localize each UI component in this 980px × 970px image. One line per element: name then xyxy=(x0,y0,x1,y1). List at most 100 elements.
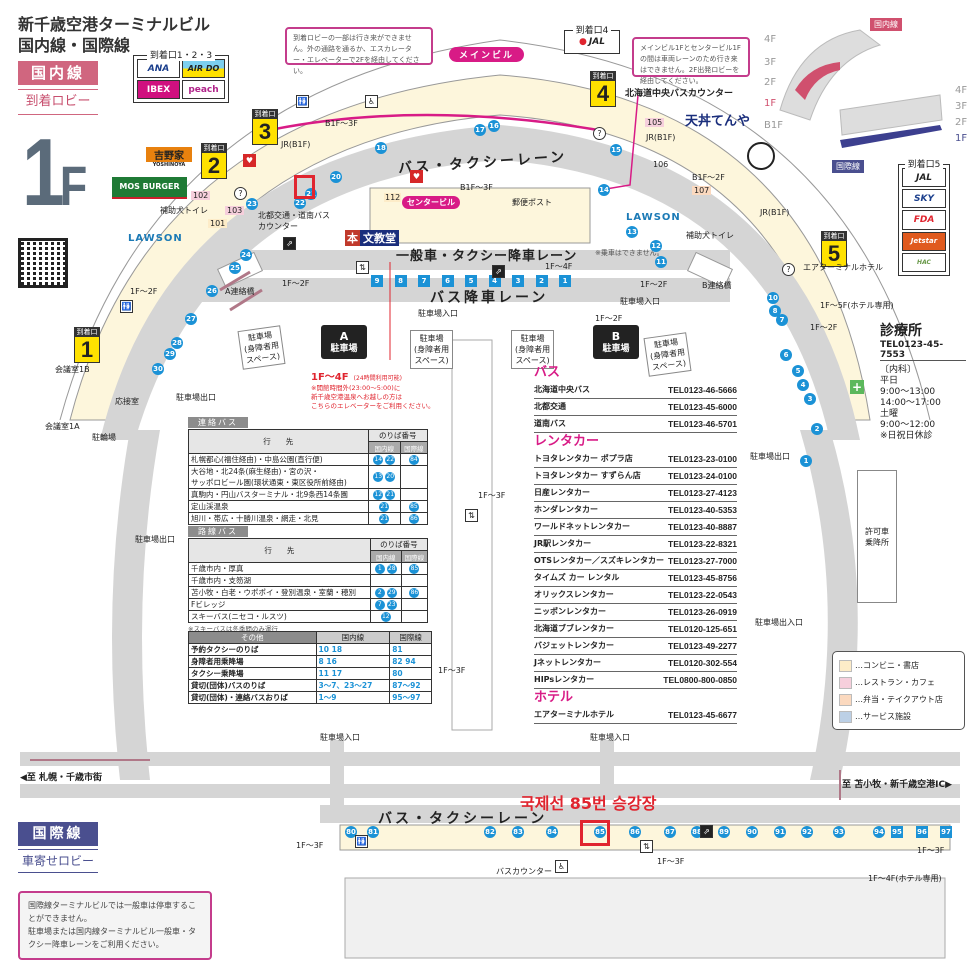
drop-stop-2[interactable]: 2 xyxy=(535,275,548,287)
intl-bus-stop-89[interactable]: 89 xyxy=(718,826,730,838)
clinic-tel: TEL0123-45-7553 xyxy=(880,340,966,361)
drop-stop-6[interactable]: 6 xyxy=(441,275,454,287)
domestic-stop-cell: 1〜9 xyxy=(315,691,391,704)
bus-stop-24[interactable]: 24 xyxy=(240,249,252,261)
intl-bus-stop-87[interactable]: 87 xyxy=(664,826,676,838)
bus-stop-8[interactable]: 8 xyxy=(769,305,781,317)
bus-stop-29[interactable]: 29 xyxy=(164,348,176,360)
directory-tel[interactable]: TEL0123-27-4123 xyxy=(668,488,737,498)
intl-bus-stop-83[interactable]: 83 xyxy=(512,826,524,838)
drop-stop-4[interactable]: 4 xyxy=(488,275,501,287)
shop-id-106: 106 xyxy=(653,160,669,169)
directory-tel[interactable]: TEL0123-45-8756 xyxy=(668,573,737,583)
hokkaido-chuo-bus-counter-label: 北海道中央バスカウンター xyxy=(625,89,734,99)
bus-stop-30[interactable]: 30 xyxy=(152,363,164,375)
destination-cell: 貸切(団体)バスのりば xyxy=(188,679,317,692)
bus-stop-20[interactable]: 20 xyxy=(330,171,342,183)
intl-bus-stop-93[interactable]: 93 xyxy=(833,826,845,838)
post-box-label: 郵便ポスト xyxy=(512,198,552,207)
intl-bus-stop-82[interactable]: 82 xyxy=(484,826,496,838)
bus-stop-2[interactable]: 2 xyxy=(811,423,823,435)
intl-bus-stop-95[interactable]: 95 xyxy=(891,826,903,838)
drop-stop-7[interactable]: 7 xyxy=(418,275,430,287)
drop-stop-3[interactable]: 3 xyxy=(512,275,524,287)
directory-tel[interactable]: TEL0123-49-2277 xyxy=(668,641,737,651)
directory-tel[interactable]: TEL0123-40-5353 xyxy=(668,505,737,515)
legend-item: …コンビニ・書店 xyxy=(839,657,958,674)
directory-tel[interactable]: TEL0120-125-651 xyxy=(668,624,737,634)
domestic-stop-cell: 10 18 xyxy=(315,643,391,656)
airline-group-gates-123: 到着口1・2・3 ANA AIR DO IBEX peach xyxy=(133,51,229,103)
directory-tel[interactable]: TEL0123-24-0100 xyxy=(668,471,737,481)
bus-stop-3[interactable]: 3 xyxy=(804,393,816,405)
directory-tel[interactable]: TEL0800-800-0850 xyxy=(663,675,737,685)
directory-tel[interactable]: TEL0123-27-7000 xyxy=(668,556,737,566)
bus-stop-5[interactable]: 5 xyxy=(792,365,804,377)
intl-bus-stop-91[interactable]: 91 xyxy=(774,826,786,838)
directory-tel[interactable]: TEL0123-45-6677 xyxy=(668,710,737,720)
bus-stop-18[interactable]: 18 xyxy=(375,142,387,154)
drop-stop-9[interactable]: 9 xyxy=(371,275,383,287)
directory-tel[interactable]: TEL0123-40-8887 xyxy=(668,522,737,532)
b1f-3f-label-main: B1F〜3F xyxy=(325,119,358,128)
bus-stop-25[interactable]: 25 xyxy=(229,262,241,274)
bus-stop-14[interactable]: 14 xyxy=(598,184,610,196)
directory-tel[interactable]: TEL0123-45-6000 xyxy=(668,402,737,412)
bus-stop-27[interactable]: 27 xyxy=(185,313,197,325)
bus-stop-28[interactable]: 28 xyxy=(171,337,183,349)
bus-stop-26[interactable]: 26 xyxy=(206,285,218,297)
bus-stop-10[interactable]: 10 xyxy=(767,292,779,304)
qr-code[interactable] xyxy=(18,238,68,288)
bus-stop-15[interactable]: 15 xyxy=(610,144,622,156)
intl-bus-stop-96[interactable]: 96 xyxy=(916,826,928,838)
directory-tel[interactable]: TEL0123-46-5701 xyxy=(668,419,737,429)
col-domestic: 国内線 xyxy=(315,631,391,644)
intl-bus-stop-85[interactable]: 85 xyxy=(594,826,606,838)
elevator-icon: ⇅ xyxy=(465,509,478,522)
shop-id-107: 107 xyxy=(692,186,712,195)
drop-stop-8[interactable]: 8 xyxy=(394,275,407,287)
bus-stop-17[interactable]: 17 xyxy=(474,124,486,136)
stop-number: 86 xyxy=(408,513,419,524)
drop-stop-1[interactable]: 1 xyxy=(559,275,571,287)
intl-bus-stop-94[interactable]: 94 xyxy=(873,826,885,838)
bus-stop-6[interactable]: 6 xyxy=(780,349,792,361)
bus-stop-1[interactable]: 1 xyxy=(800,455,812,467)
bus-stop-11[interactable]: 11 xyxy=(655,256,667,268)
bus-stop-16[interactable]: 16 xyxy=(488,120,500,132)
directory-tel[interactable]: TEL0123-46-5666 xyxy=(668,385,737,395)
directory-tel[interactable]: TEL0120-302-554 xyxy=(668,658,737,668)
bus-stop-4[interactable]: 4 xyxy=(797,379,809,391)
directory-name: 北海道中央バス xyxy=(534,385,590,394)
directory-tel[interactable]: TEL0123-26-0919 xyxy=(668,607,737,617)
directory-tel[interactable]: TEL0123-23-0100 xyxy=(668,454,737,464)
intl-bus-stop-97[interactable]: 97 xyxy=(940,826,952,838)
bus-stop-23[interactable]: 23 xyxy=(246,198,258,210)
intl-bus-stop-86[interactable]: 86 xyxy=(629,826,641,838)
drop-stop-5[interactable]: 5 xyxy=(465,275,477,287)
directory-tel[interactable]: TEL0123-22-8321 xyxy=(668,539,737,549)
bus-stop-13[interactable]: 13 xyxy=(626,226,638,238)
reception-room-label: 応接室 xyxy=(115,397,139,406)
directory-tel[interactable]: TEL0123-22-0543 xyxy=(668,590,737,600)
intl-bus-stop-81[interactable]: 81 xyxy=(367,826,379,838)
bus-stop-22[interactable]: 22 xyxy=(294,197,306,209)
intl-bus-stop-84[interactable]: 84 xyxy=(546,826,558,838)
intl-bus-stop-92[interactable]: 92 xyxy=(801,826,813,838)
airline-group-gate-5: 到着口5 JAL SKY FDA Jetstar HAC xyxy=(898,160,950,276)
intl-bus-stop-90[interactable]: 90 xyxy=(746,826,758,838)
bus-stop-7[interactable]: 7 xyxy=(776,314,788,326)
bike-parking-label: 駐輪場 xyxy=(92,433,116,442)
bus-stop-12[interactable]: 12 xyxy=(650,240,662,252)
intl-bus-stop-80[interactable]: 80 xyxy=(345,826,357,838)
